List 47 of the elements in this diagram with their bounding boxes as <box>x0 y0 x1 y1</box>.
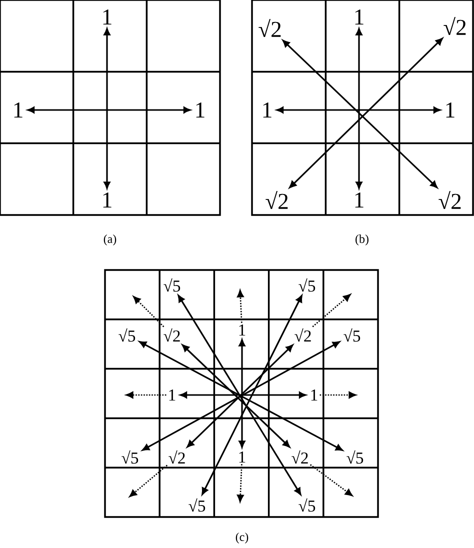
value-label: √2 <box>444 16 466 36</box>
value-label: 1 <box>355 10 364 24</box>
dotted-arrow <box>310 464 353 496</box>
value-label: √2 <box>266 190 288 210</box>
double-arrow <box>180 392 306 398</box>
dotted-arrow <box>320 392 356 398</box>
double-arrow <box>104 28 110 189</box>
dotted-arrow <box>129 464 168 498</box>
value-label: 1 <box>355 192 364 208</box>
value-label: 1 <box>239 452 246 462</box>
value-label: √2 <box>164 328 180 342</box>
value-label: 1 <box>103 192 112 208</box>
value-label: 1 <box>169 390 176 400</box>
value-label: √5 <box>164 278 180 292</box>
value-label: 1 <box>263 102 272 118</box>
double-arrow <box>27 106 191 114</box>
dotted-arrow <box>237 290 244 323</box>
value-label: √2 <box>258 18 281 38</box>
value-label: √2 <box>168 450 185 464</box>
value-label: 1 <box>14 102 22 118</box>
value-label: 1 <box>239 324 246 336</box>
value-label: √5 <box>298 278 316 292</box>
value-label: √5 <box>118 328 136 342</box>
value-label: √2 <box>438 190 461 210</box>
value-label: √2 <box>294 328 311 342</box>
dotted-arrow <box>133 296 164 328</box>
value-label: √5 <box>344 328 360 342</box>
double-arrow <box>202 295 302 495</box>
panel-caption: (c) <box>236 532 248 544</box>
value-label: √2 <box>292 450 308 464</box>
value-label: 1 <box>103 10 112 24</box>
double-arrow <box>356 28 362 189</box>
dotted-arrow <box>126 392 166 398</box>
double-arrow <box>178 294 302 496</box>
value-label: 1 <box>446 102 454 118</box>
panel-caption: (b) <box>356 234 368 246</box>
value-label: √5 <box>346 450 364 464</box>
dotted-arrow <box>236 464 244 502</box>
double-arrow <box>238 339 246 448</box>
value-label: 1 <box>311 390 318 400</box>
panel-caption: (a) <box>104 234 116 246</box>
value-label: √5 <box>122 450 138 464</box>
double-arrow <box>276 106 441 114</box>
value-label: 1 <box>196 102 204 118</box>
value-label: √5 <box>298 498 316 512</box>
dotted-arrow <box>312 294 351 328</box>
value-label: √5 <box>188 498 206 512</box>
